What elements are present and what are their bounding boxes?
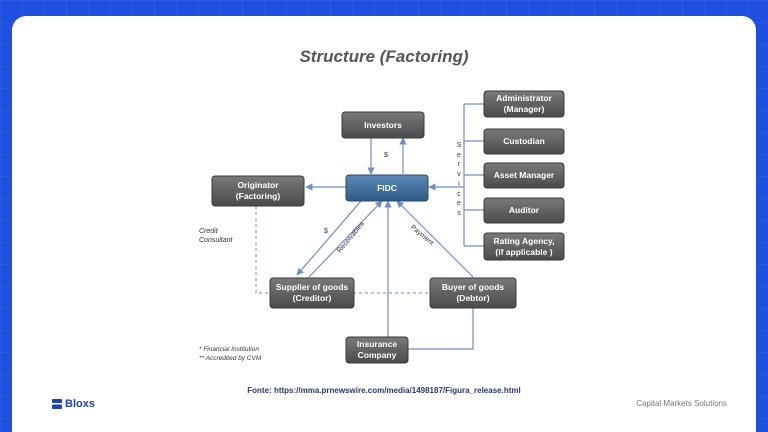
box-rating-agency xyxy=(483,232,565,261)
source-citation: Fonte: https://mma.prnewswire.com/media/… xyxy=(247,386,521,395)
arrow-buyer-to-fidc xyxy=(396,200,474,278)
node-auditor: Auditor xyxy=(508,205,540,215)
box-asset-manager xyxy=(483,162,565,189)
box-custodian xyxy=(483,128,565,155)
brand-logo: Bloxs xyxy=(52,398,95,410)
box-auditor xyxy=(483,197,565,224)
box-supplier xyxy=(269,277,355,309)
box-buyer xyxy=(429,277,517,309)
bloxs-logo-icon xyxy=(52,399,62,409)
dashed-originator-to-supplier xyxy=(255,206,270,294)
node-custodian: Custodian xyxy=(503,136,545,146)
node-fidc: FIDC xyxy=(377,182,397,193)
label-supplier-dollar: $ xyxy=(324,228,328,235)
node-insurance: Insurance Company xyxy=(356,339,398,360)
node-buyer: Buyer of goods (Debtor) xyxy=(441,282,505,303)
box-investors xyxy=(341,111,425,139)
label-investors-dollar: $ xyxy=(384,152,388,159)
label-services: S e r v i c e s xyxy=(456,142,462,217)
brand-name: Bloxs xyxy=(65,398,95,410)
node-administrator: Administrator (Manager) xyxy=(496,93,552,114)
box-originator xyxy=(211,175,305,207)
note-accredited: ** Accredited by CVM xyxy=(199,355,262,362)
note-financial-institution: * Financial Institution xyxy=(199,346,259,353)
box-insurance xyxy=(345,336,409,364)
footer-tagline: Capital Markets Solutions xyxy=(636,399,727,408)
box-fidc xyxy=(345,174,429,202)
node-rating-agency: Rating Agency, (if applicable ) xyxy=(493,235,555,257)
line-insurance-to-buyer xyxy=(408,307,474,350)
arrow-supplier-to-fidc xyxy=(308,200,383,278)
node-investors: Investors xyxy=(364,119,402,130)
label-credit-consultant: Credit Consultant xyxy=(199,228,233,244)
slide-title: Structure (Factoring) xyxy=(299,47,469,66)
node-asset-manager: Asset Manager xyxy=(493,170,555,180)
box-administrator xyxy=(483,90,565,118)
node-supplier: Supplier of goods (Creditor) xyxy=(275,282,349,303)
arrow-fidc-to-supplier xyxy=(296,200,362,276)
node-originator: Originator (Factoring) xyxy=(235,180,281,201)
